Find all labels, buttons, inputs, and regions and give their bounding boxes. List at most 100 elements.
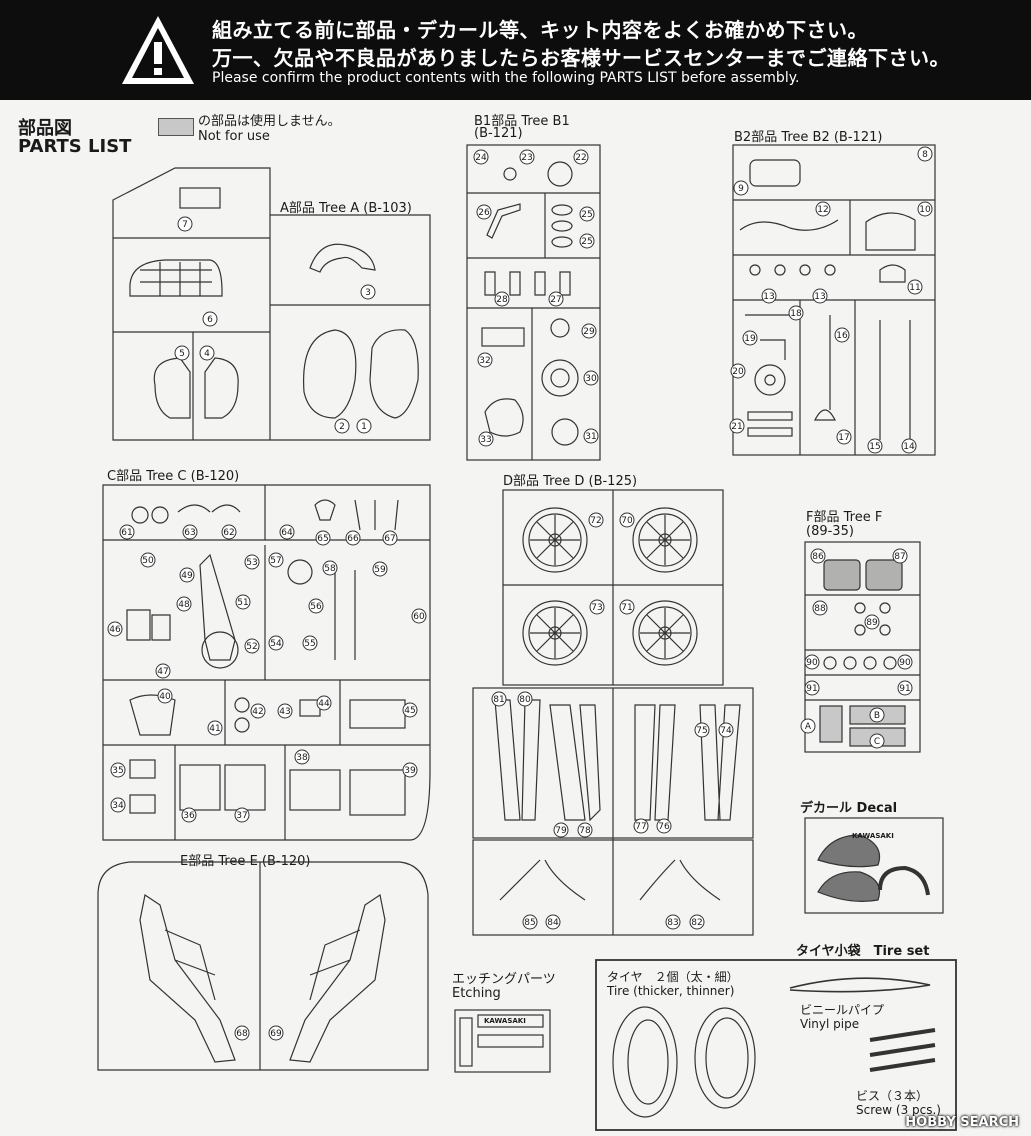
svg-text:27: 27	[550, 295, 561, 305]
part-letter-c: C	[869, 733, 885, 749]
svg-text:4: 4	[204, 349, 210, 359]
part-number-91a: 91	[804, 680, 820, 696]
part-number-68: 68	[234, 1025, 250, 1041]
part-number-59: 59	[372, 561, 388, 577]
svg-text:22: 22	[575, 153, 586, 163]
part-number-24: 24	[473, 149, 489, 165]
watermark: HOBBY SEARCH	[905, 1115, 1019, 1130]
warning-banner: 組み立てる前に部品・デカール等、キット内容をよくお確かめ下さい。 万一、欠品や不…	[0, 0, 1031, 100]
part-number-81: 81	[491, 691, 507, 707]
svg-text:32: 32	[479, 356, 490, 366]
part-number-42: 42	[250, 703, 266, 719]
etching-plate	[454, 1009, 551, 1073]
svg-text:18: 18	[790, 309, 802, 319]
part-number-48: 48	[176, 596, 192, 612]
svg-text:3: 3	[365, 288, 371, 298]
tree-b1-frame	[466, 144, 601, 461]
part-number-67: 67	[382, 530, 398, 546]
svg-text:71: 71	[621, 603, 632, 613]
banner-line-3: Please confirm the product contents with…	[212, 70, 800, 86]
tire-en: Tire (thicker, thinner)	[607, 984, 735, 998]
svg-text:53: 53	[246, 558, 257, 568]
svg-text:46: 46	[109, 625, 121, 635]
part-number-79: 79	[553, 822, 569, 838]
part-number-46: 46	[107, 621, 123, 637]
svg-text:16: 16	[836, 331, 848, 341]
part-letter-a: A	[800, 718, 816, 734]
svg-text:90: 90	[899, 658, 911, 668]
part-number-26: 26	[476, 204, 492, 220]
part-number-56: 56	[308, 598, 324, 614]
svg-text:61: 61	[121, 528, 132, 538]
svg-text:49: 49	[181, 571, 193, 581]
svg-text:72: 72	[590, 516, 601, 526]
svg-text:54: 54	[270, 639, 282, 649]
svg-text:7: 7	[182, 220, 188, 230]
svg-text:55: 55	[304, 639, 315, 649]
decal-brand: KAWASAKI	[852, 832, 894, 840]
svg-text:2: 2	[339, 422, 345, 432]
part-number-43: 43	[277, 703, 293, 719]
part-number-53: 53	[244, 554, 260, 570]
svg-text:51: 51	[237, 598, 248, 608]
part-number-70: 70	[619, 512, 635, 528]
part-number-37: 37	[234, 807, 250, 823]
svg-text:65: 65	[317, 534, 328, 544]
svg-text:1: 1	[361, 422, 367, 432]
part-number-27: 27	[548, 291, 564, 307]
svg-text:80: 80	[519, 695, 531, 705]
vinyl-en: Vinyl pipe	[800, 1017, 860, 1031]
svg-text:31: 31	[585, 432, 596, 442]
part-number-65: 65	[315, 530, 331, 546]
svg-text:91: 91	[806, 684, 817, 694]
tree-b2-label: B2部品 Tree B2 (B-121)	[734, 130, 883, 145]
part-number-88: 88	[812, 600, 828, 616]
svg-text:68: 68	[236, 1029, 248, 1039]
part-number-6: 6	[202, 311, 218, 327]
tree-b1-code: (B-121)	[474, 126, 523, 141]
part-number-14: 14	[901, 438, 917, 454]
svg-text:11: 11	[909, 283, 920, 293]
part-number-20: 20	[730, 363, 746, 379]
part-number-54: 54	[268, 635, 284, 651]
svg-text:36: 36	[183, 811, 195, 821]
svg-text:14: 14	[903, 442, 915, 452]
part-number-18: 18	[788, 305, 804, 321]
part-number-9: 9	[733, 180, 749, 196]
part-number-74: 74	[718, 722, 734, 738]
part-number-8: 8	[917, 146, 933, 162]
svg-text:5: 5	[179, 349, 185, 359]
part-number-1: 1	[356, 418, 372, 434]
part-number-33: 33	[478, 431, 494, 447]
part-number-51: 51	[235, 594, 251, 610]
svg-text:64: 64	[281, 528, 293, 538]
decal-label: デカール Decal	[800, 801, 898, 816]
part-number-40: 40	[157, 688, 173, 704]
svg-text:85: 85	[524, 918, 535, 928]
part-number-58: 58	[322, 560, 338, 576]
part-number-15: 15	[867, 438, 883, 454]
tree-b1-label: B1部品 Tree B1	[474, 114, 570, 129]
part-number-7: 7	[177, 216, 193, 232]
part-number-57: 57	[268, 552, 284, 568]
svg-text:9: 9	[738, 184, 744, 194]
svg-text:10: 10	[919, 205, 931, 215]
svg-text:89: 89	[866, 618, 878, 628]
part-number-87: 87	[892, 548, 908, 564]
vinyl-jp: ビニールパイプ	[800, 1003, 885, 1017]
svg-text:78: 78	[579, 826, 591, 836]
svg-text:24: 24	[475, 153, 487, 163]
tree-f-code: (89-35)	[806, 524, 854, 539]
decal-sheet	[804, 817, 944, 914]
part-number-17: 17	[836, 429, 852, 445]
svg-text:62: 62	[223, 528, 234, 538]
svg-text:13: 13	[814, 292, 825, 302]
part-number-50: 50	[140, 552, 156, 568]
svg-text:30: 30	[585, 374, 597, 384]
part-number-60: 60	[411, 608, 427, 624]
svg-text:45: 45	[404, 706, 415, 716]
svg-text:87: 87	[894, 552, 905, 562]
tree-d-frame	[472, 489, 754, 936]
svg-text:60: 60	[413, 612, 425, 622]
